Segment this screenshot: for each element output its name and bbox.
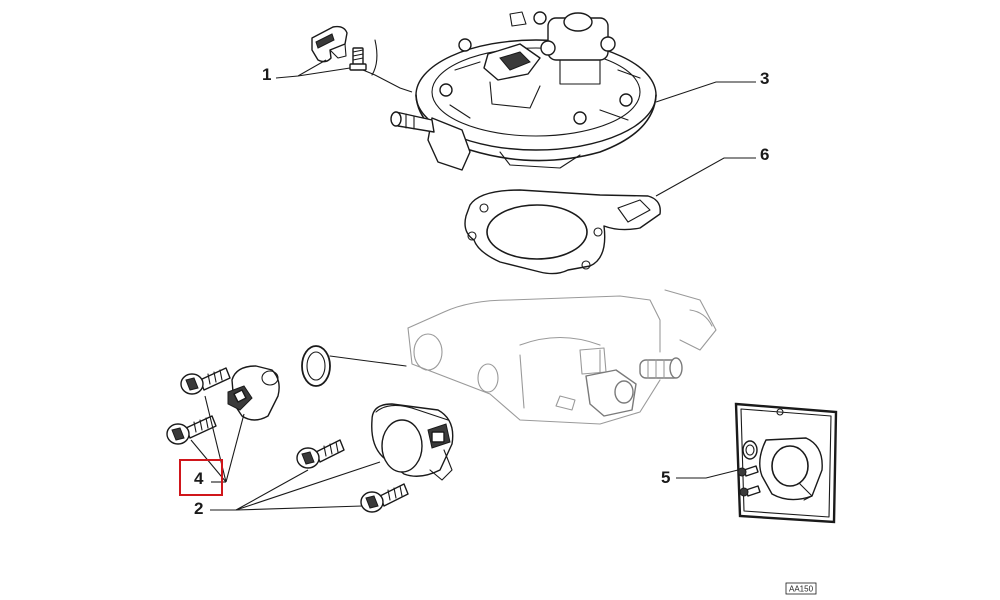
reference-code: AA150 xyxy=(789,585,814,594)
callout-6: 6 xyxy=(760,145,769,164)
part-1-clip-and-screw xyxy=(311,25,378,76)
part-2-position-sensor-and-screws xyxy=(296,403,454,513)
part-4-sensor-and-screws xyxy=(166,365,280,445)
callout-1: 1 xyxy=(262,65,271,84)
callout-2: 2 xyxy=(194,499,203,518)
leader-lines xyxy=(190,59,756,511)
callout-labels: 1 2 3 4 5 6 xyxy=(194,65,769,518)
part-6-gasket xyxy=(464,189,661,275)
callout-3: 3 xyxy=(760,69,769,88)
reference-code-tag: AA150 xyxy=(785,582,817,595)
part-3-injector-housing xyxy=(390,11,657,171)
o-ring xyxy=(301,345,407,387)
callout-5: 5 xyxy=(661,468,670,487)
part-5-gasket-kit-card xyxy=(734,402,838,524)
callout-4: 4 xyxy=(194,469,204,488)
highlight-box-callout-4 xyxy=(179,459,223,496)
throttle-body xyxy=(407,289,717,425)
